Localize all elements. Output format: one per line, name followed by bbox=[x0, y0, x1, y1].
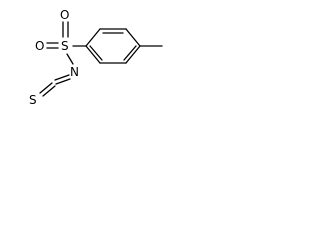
benzene-ring bbox=[85, 28, 141, 64]
atom-nitrogen: N bbox=[70, 65, 79, 79]
atom-oxygen-left: O bbox=[35, 39, 44, 53]
atom-oxygen-top: O bbox=[60, 8, 69, 22]
sulfonyl-oxygen-top-double-bond bbox=[62, 21, 69, 38]
ring-double-bond-inner-2 bbox=[123, 45, 137, 61]
atom-thio-sulfur: S bbox=[29, 93, 37, 107]
ring-bond-3 bbox=[125, 28, 141, 47]
sulfur-nitrogen-bond bbox=[66, 53, 74, 65]
nitrogen-carbon-double-bond bbox=[54, 74, 71, 85]
carbon-sulfur-double-bond bbox=[39, 82, 56, 97]
atom-sulfonyl-sulfur: S bbox=[61, 39, 69, 53]
sulfonyl-oxygen-left-double-bond bbox=[46, 42, 59, 49]
molecule-diagram: S O O N S bbox=[29, 8, 163, 107]
ring-bond-6 bbox=[85, 45, 101, 64]
ring-bond-4 bbox=[125, 45, 141, 64]
ring-bond-1 bbox=[85, 28, 101, 47]
ring-double-bond-inner-3 bbox=[89, 45, 103, 61]
